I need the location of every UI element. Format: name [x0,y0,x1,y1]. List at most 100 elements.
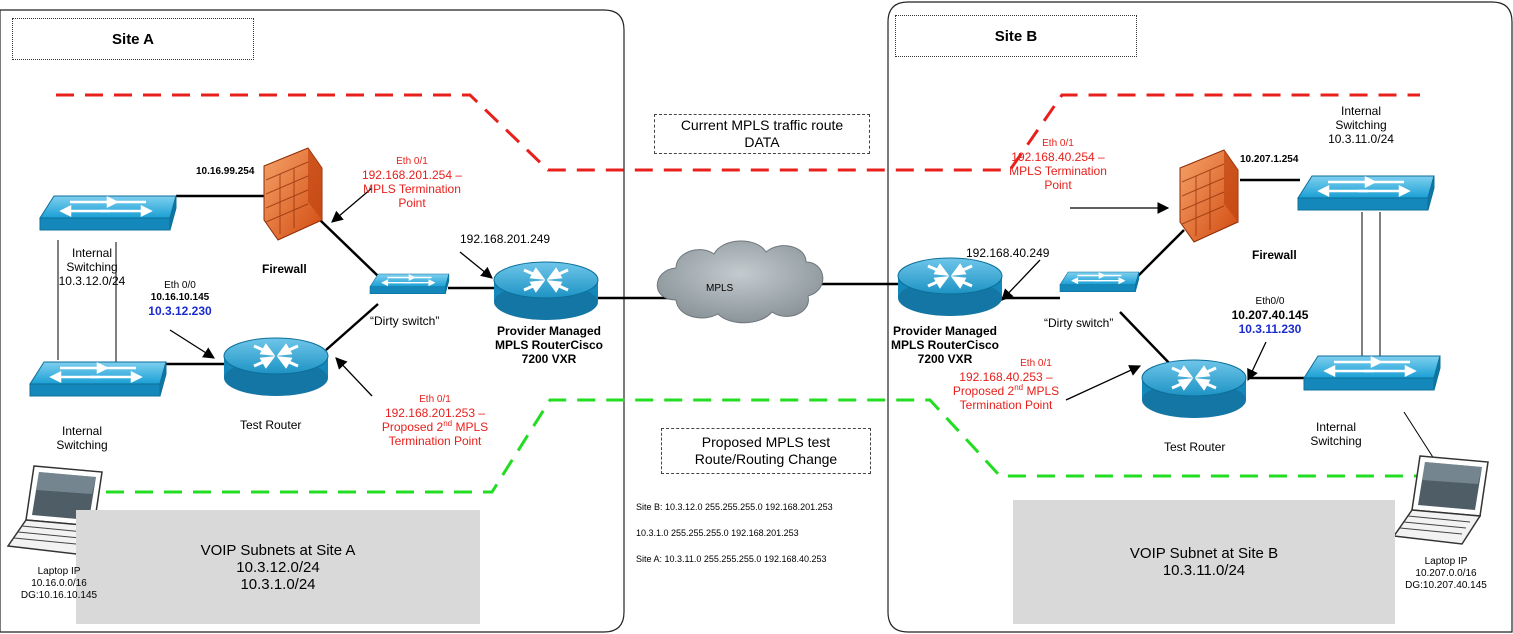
site-b-test-router-label: Test Router [1164,440,1226,454]
site-a-internal-switch-bottom-icon [28,360,168,398]
site-b-laptop-l1: Laptop IP [1424,556,1468,567]
site-b-fw-term-l2: MPLS Termination [1009,164,1107,178]
mpls-cloud-label: MPLS [706,283,734,294]
site-a-internal-switch-top-label: Internal Switching 10.3.12.0/24 [56,246,128,288]
site-b-isw-top-l2: Switching [1335,118,1387,132]
site-a-voip-subnet-1: 10.3.12.0/24 [236,558,320,576]
site-a-internal-switch-bottom-label: Internal Switching [50,424,114,452]
site-a-voip-title: VOIP Subnets at Site A [200,541,356,559]
site-a-rtr-term-l3: Termination Point [388,434,482,448]
proposed-route-note: Proposed MPLS test Route/Routing Change [661,428,871,474]
site-a-rtr-term-l2b: nd [443,419,453,428]
site-b-rtr-term-l2: Proposed 2nd MPLS [940,383,1072,399]
site-a-router-ip2: 10.3.12.230 [148,304,212,318]
site-a-rtr-term-l1: 192.168.201.253 – [384,406,486,420]
site-a-fw-eth: Eth 0/1 [396,156,428,167]
site-b-isw-bot-l2: Switching [1310,434,1362,448]
site-b-rtr-term-l2c: MPLS [1023,384,1060,398]
site-b-firewall-ip: 10.207.1.254 [1240,154,1299,165]
site-b-internal-switch-bottom-label: Internal Switching [1304,420,1368,448]
site-a-router-interface-label: Eth 0/0 10.16.10.145 10.3.12.230 [140,280,220,318]
site-b-provider-label: Provider Managed MPLS RouterCisco 7200 V… [886,324,1004,366]
site-b-laptop-icon [1393,455,1489,545]
site-b-internal-switch-bottom-icon [1302,354,1442,392]
site-b-fw-eth: Eth 0/1 [1042,138,1074,149]
site-a-laptop-l1: Laptop IP [37,566,81,577]
route-line-1: Site B: 10.3.12.0 255.255.255.0 192.168.… [636,502,833,512]
site-b-internal-switch-top-label: Internal Switching 10.3.11.0/24 [1316,104,1406,146]
site-b-router-ip2: 10.3.11.230 [1238,322,1302,336]
site-a-fw-term-l1: 192.168.201.254 – [361,168,463,182]
site-a-isw-bot-l1: Internal [61,424,103,438]
site-a-isw-bot-l2: Switching [56,438,108,452]
proposed-route-line1: Proposed MPLS test [701,434,831,450]
site-a-isw-top-l1: Internal [71,246,113,260]
current-route-line1: Current MPLS traffic route [680,117,844,133]
site-b-isw-top-l3: 10.3.11.0/24 [1328,132,1394,146]
site-a-rtr-term-l2: Proposed 2nd MPLS [370,419,500,435]
site-a-laptop-l2: 10.16.0.0/16 [31,578,87,589]
site-a-provider-label: Provider Managed MPLS RouterCisco 7200 V… [486,324,612,366]
site-b-firewall-label: Firewall [1252,248,1297,262]
site-a-provider-router-icon [492,260,600,322]
site-a-rtr-term-l2c: MPLS [452,420,489,434]
site-a-title-text: Site A [112,30,154,48]
site-a-fw-term-l2: MPLS Termination [363,182,461,196]
site-a-firewall-label: Firewall [262,262,307,276]
mpls-cloud-icon [656,240,824,324]
site-b-provider-router-icon [896,256,1004,318]
site-a-voip-box: VOIP Subnets at Site A 10.3.12.0/24 10.3… [76,510,480,624]
site-a-dirty-switch-icon [369,273,450,295]
proposed-route-line2: Route/Routing Change [694,451,838,467]
site-a-rtr-term-l2a: Proposed 2 [381,420,444,434]
site-b-provider-l1: Provider Managed [892,324,998,338]
site-a-title: Site A [12,18,254,60]
site-b-rtr-eth: Eth 0/1 [1020,358,1052,369]
site-b-router-interface-label: Eth0/0 10.207.40.145 10.3.11.230 [1220,296,1320,336]
site-a-test-router-icon [222,336,330,398]
site-a-internal-switch-top-icon [38,194,178,232]
current-route-line2: DATA [744,134,780,150]
site-a-router-termination-label: Eth 0/1 192.168.201.253 – Proposed 2nd M… [370,394,500,448]
site-b-provider-l2: MPLS RouterCisco [890,338,999,352]
site-b-title: Site B [895,15,1137,57]
site-a-laptop-l3: DG:10.16.10.145 [20,590,98,601]
site-a-provider-l1: Provider Managed [496,324,602,338]
site-b-voip-title: VOIP Subnet at Site B [1129,545,1279,562]
site-a-rtr-eth: Eth 0/1 [419,394,451,405]
site-a-router-eth: Eth 0/0 [164,280,196,291]
site-b-voip-box: VOIP Subnet at Site B 10.3.11.0/24 [1013,500,1395,624]
site-b-frame [887,1,1513,633]
site-a-provider-l2: MPLS RouterCisco [494,338,603,352]
site-b-voip-subnet: 10.3.11.0/24 [1162,562,1246,579]
site-b-test-router-icon [1140,358,1248,420]
current-route-line [56,93,1420,172]
site-a-isw-top-l2: Switching [66,260,118,274]
site-b-laptop-label: Laptop IP 10.207.0.0/16 DG:10.207.40.145 [1396,556,1496,592]
site-b-title-text: Site B [994,27,1038,45]
site-b-provider-l3: 7200 VXR [917,352,973,366]
site-b-router-ip1: 10.207.40.145 [1231,308,1309,322]
site-b-fw-term-l3: Point [1044,178,1072,192]
route-line-3: Site A: 10.3.11.0 255.255.255.0 192.168.… [636,554,827,564]
site-a-laptop-label: Laptop IP 10.16.0.0/16 DG:10.16.10.145 [14,566,104,602]
site-b-fw-termination-label: Eth 0/1 192.168.40.254 – MPLS Terminatio… [1000,138,1116,192]
site-b-rtr-term-l2a: Proposed 2 [952,384,1015,398]
site-b-router-termination-label: Eth 0/1 192.168.40.253 – Proposed 2nd MP… [940,358,1072,412]
site-b-dirty-switch-label: “Dirty switch” [1044,316,1114,330]
site-b-dirty-switch-icon [1059,271,1140,293]
proposed-route-line [106,398,1430,494]
site-b-rtr-term-l3: Termination Point [959,398,1053,412]
site-b-isw-top-l1: Internal [1340,104,1382,118]
site-b-router-eth: Eth0/0 [1255,296,1285,307]
site-b-internal-switch-top-icon [1296,174,1436,212]
site-a-firewall-icon [263,147,323,241]
site-b-rtr-term-l2b: nd [1014,383,1024,392]
site-a-router-ip1: 10.16.10.145 [150,292,210,303]
site-a-fw-termination-label: Eth 0/1 192.168.201.254 – MPLS Terminati… [352,156,472,210]
site-a-voip-subnet-2: 10.3.1.0/24 [240,575,316,593]
site-a-firewall-ip: 10.16.99.254 [196,166,255,177]
site-a-test-router-label: Test Router [240,418,302,432]
site-b-laptop-l3: DG:10.207.40.145 [1405,580,1487,591]
